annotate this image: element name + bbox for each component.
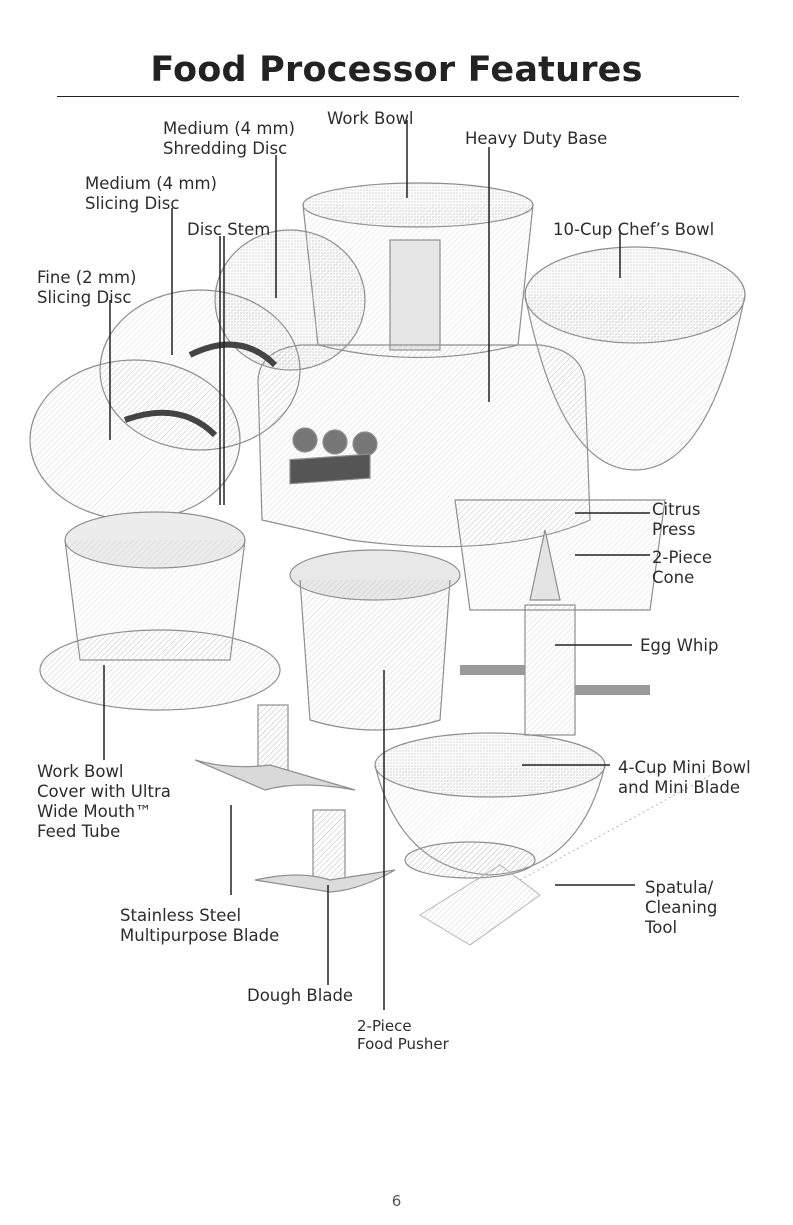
label-spatula: Spatula/ Cleaning Tool bbox=[645, 878, 718, 937]
spatula-illustration bbox=[419, 769, 721, 946]
label-medium-shredding-disc: Medium (4 mm) Shredding Disc bbox=[163, 119, 295, 158]
egg-whip-illustration bbox=[460, 604, 650, 736]
dough-blade-illustration bbox=[254, 809, 396, 893]
page-number: 6 bbox=[391, 1192, 402, 1210]
label-mini-bowl: 4-Cup Mini Bowl and Mini Blade bbox=[618, 758, 751, 797]
label-fine-slicing-disc: Fine (2 mm) Slicing Disc bbox=[37, 268, 137, 307]
label-food-pusher: 2-Piece Food Pusher bbox=[357, 1017, 449, 1053]
label-chefs-bowl: 10-Cup Chef’s Bowl bbox=[553, 220, 715, 239]
leader-lines bbox=[103, 120, 650, 1010]
chefs-bowl-illustration bbox=[524, 246, 746, 471]
label-egg-whip: Egg Whip bbox=[640, 636, 719, 655]
label-dough-blade: Dough Blade bbox=[247, 986, 354, 1005]
mini-bowl-illustration bbox=[374, 732, 606, 879]
page-title: Food Processor Features bbox=[150, 50, 643, 90]
title-rule bbox=[57, 96, 739, 97]
work-bowl-illustration bbox=[302, 182, 534, 359]
label-work-bowl: Work Bowl bbox=[327, 109, 414, 128]
citrus-press-illustration bbox=[454, 499, 666, 611]
heavy-duty-base-illustration bbox=[257, 344, 591, 548]
label-stainless-blade: Stainless Steel Multipurpose Blade bbox=[120, 906, 280, 945]
label-two-piece-cone: 2-Piece Cone bbox=[652, 548, 712, 587]
label-citrus-press: Citrus Press bbox=[652, 500, 701, 539]
label-work-bowl-cover: Work Bowl Cover with Ultra Wide Mouth™ F… bbox=[37, 762, 171, 841]
label-medium-slicing-disc: Medium (4 mm) Slicing Disc bbox=[85, 174, 217, 213]
food-pusher-illustration bbox=[289, 549, 461, 731]
stainless-blade-illustration bbox=[194, 704, 356, 791]
work-bowl-cover-illustration bbox=[39, 511, 281, 711]
slicing-discs-illustration bbox=[29, 229, 366, 521]
label-heavy-duty-base: Heavy Duty Base bbox=[465, 129, 608, 148]
label-disc-stem: Disc Stem bbox=[187, 220, 271, 239]
